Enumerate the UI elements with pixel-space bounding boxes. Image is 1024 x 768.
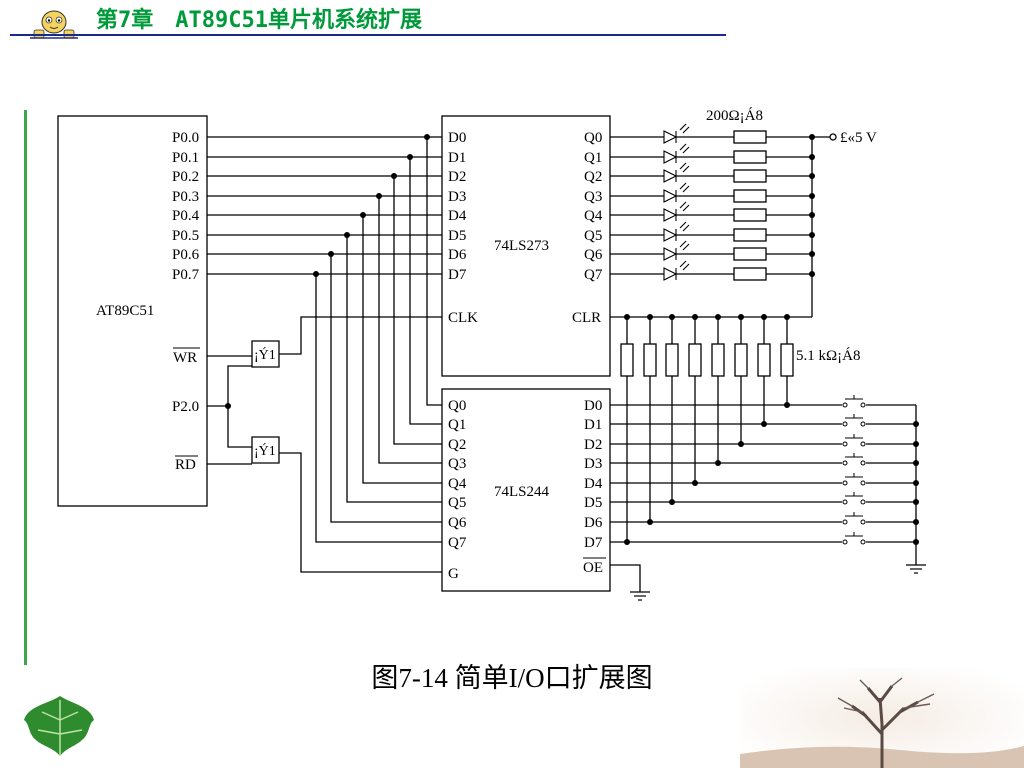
vcc-label: £«5 V <box>840 130 877 146</box>
header-rule <box>10 34 726 36</box>
clk-label: CLK <box>448 310 478 326</box>
or-gate-label: ¡Ý1 <box>254 442 276 459</box>
p20-label: P2.0 <box>172 399 199 415</box>
buffer-d-label: D6 <box>584 515 603 531</box>
buffer-d-label: D7 <box>584 535 603 551</box>
mcu-pin-label: P0.1 <box>172 150 199 166</box>
buffer-q-label: Q7 <box>448 535 467 551</box>
leaf-icon <box>24 696 94 756</box>
ground-icon <box>630 564 926 601</box>
latch-d-label: D2 <box>448 169 466 185</box>
latch-d-label: D1 <box>448 150 466 166</box>
buffer-q-label: Q3 <box>448 456 466 472</box>
buffer-q-label: Q1 <box>448 417 466 433</box>
g-label: G <box>448 566 459 582</box>
latch-d-label: D0 <box>448 130 466 146</box>
buffer-q-label: Q4 <box>448 476 467 492</box>
mcu-pin-label: P0.4 <box>172 208 200 224</box>
led-array <box>663 123 690 281</box>
mcu-pin-label: P0.2 <box>172 169 199 185</box>
pullup-resistor-label: 5.1 kΩ¡Á8 <box>796 347 860 364</box>
rd-label: RD <box>175 457 196 473</box>
mcu-pin-label: P0.3 <box>172 189 199 205</box>
led-resistor-label: 200Ω¡Á8 <box>706 107 763 124</box>
switch-array <box>842 395 866 545</box>
tree-photo-icon <box>740 668 1024 768</box>
latch-q-label: Q5 <box>584 228 602 244</box>
latch-q-label: Q0 <box>584 130 602 146</box>
latch-q-label: Q3 <box>584 189 602 205</box>
mcu-pin-label: P0.6 <box>172 247 200 263</box>
buffer-d-label: D0 <box>584 398 602 414</box>
latch-q-label: Q4 <box>584 208 603 224</box>
buffer-block <box>441 388 611 592</box>
mcu-pin-label: P0.5 <box>172 228 199 244</box>
figure-caption: 图7-14 简单I/O口扩展图 <box>371 663 653 693</box>
latch-d-label: D6 <box>448 247 467 263</box>
buffer-d-label: D4 <box>584 476 603 492</box>
buffer-d-label: D1 <box>584 417 602 433</box>
mcu-block <box>57 115 208 507</box>
or-gate-label: ¡Ý1 <box>254 346 276 363</box>
buffer-name: 74LS244 <box>494 484 550 500</box>
latch-d-label: D7 <box>448 267 467 283</box>
slide-header: 第7章 AT89C51单片机系统扩展 <box>0 0 1024 44</box>
latch-q-label: Q1 <box>584 150 602 166</box>
buffer-q-label: Q0 <box>448 398 466 414</box>
io-expansion-schematic: P0.0 P0.1 P0.2 P0.3 P0.4 P0.5 P0.6 P0.7 … <box>57 107 926 601</box>
latch-d-label: D4 <box>448 208 467 224</box>
latch-name: 74LS273 <box>494 238 549 254</box>
latch-d-label: D3 <box>448 189 466 205</box>
latch-q-label: Q6 <box>584 247 603 263</box>
mcu-pin-label: P0.7 <box>172 267 200 283</box>
slide-title: 第7章 AT89C51单片机系统扩展 <box>96 8 422 33</box>
buffer-d-label: D3 <box>584 456 602 472</box>
mcu-pin-label: P0.0 <box>172 130 199 146</box>
oe-label: OE <box>583 560 603 576</box>
junction-dots <box>225 134 919 545</box>
clr-label: CLR <box>572 310 601 326</box>
buffer-q-label: Q6 <box>448 515 467 531</box>
latch-q-label: Q2 <box>584 169 602 185</box>
buffer-d-label: D2 <box>584 437 602 453</box>
latch-q-label: Q7 <box>584 267 603 283</box>
mcu-name: AT89C51 <box>96 303 154 319</box>
buffer-q-label: Q2 <box>448 437 466 453</box>
latch-block <box>441 115 611 377</box>
buffer-q-label: Q5 <box>448 495 466 511</box>
latch-d-label: D5 <box>448 228 466 244</box>
side-accent-bar <box>24 110 27 665</box>
buffer-d-label: D5 <box>584 495 602 511</box>
wr-label: WR <box>173 350 197 366</box>
